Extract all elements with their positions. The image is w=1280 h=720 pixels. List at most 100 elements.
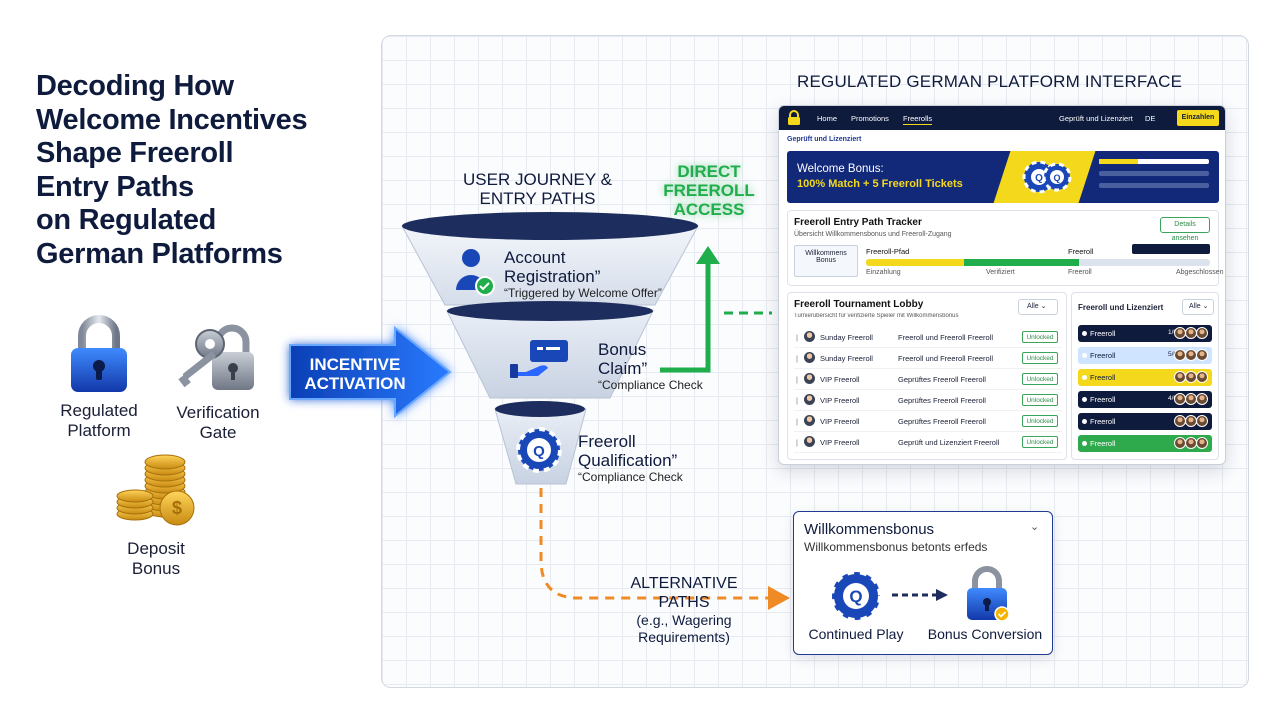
list-item[interactable]: Freeroll xyxy=(1078,413,1212,430)
list-item-count: 4/6 xyxy=(1168,395,1178,402)
platform-header: REGULATED GERMAN PLATFORM INTERFACE xyxy=(797,72,1183,91)
direct-freeroll-arrow xyxy=(660,246,720,373)
chevron-down-icon[interactable]: ⌄ xyxy=(1030,521,1040,533)
avatar xyxy=(1196,371,1208,383)
list-item-label: Freeroll xyxy=(1090,329,1116,338)
svg-text:Q: Q xyxy=(1035,173,1043,184)
row-marker: | xyxy=(796,396,798,405)
list-item-label: Freeroll xyxy=(1090,395,1116,404)
side-filter-value: Alle xyxy=(1189,303,1201,310)
tracker-step-1: Willkommens Bonus xyxy=(794,245,858,277)
lobby-title: Freeroll Tournament Lobby xyxy=(794,299,924,310)
tournament-lobby: Freeroll Tournament Lobby Turnierübersic… xyxy=(787,292,1067,460)
incentive-activation-label: INCENTIVE ACTIVATION xyxy=(304,355,406,393)
bonus-claim-sub: “Compliance Check xyxy=(598,378,703,392)
nav-home[interactable]: Home xyxy=(817,114,838,123)
tracker-label-1: Einzahlung xyxy=(866,269,901,276)
avatar xyxy=(804,373,815,384)
direct-freeroll-access-label: DIRECT FREEROLL ACCESS xyxy=(663,162,755,219)
unlocked-badge[interactable]: Unlocked xyxy=(1022,373,1058,385)
banner-progress-track xyxy=(1099,159,1209,164)
avatar xyxy=(804,331,815,342)
row-marker: | xyxy=(796,375,798,384)
unlocked-badge[interactable]: Unlocked xyxy=(1022,352,1058,364)
row-marker: | xyxy=(796,417,798,426)
nav-lang[interactable]: DE xyxy=(1145,114,1156,123)
key-and-lock-icon xyxy=(178,324,254,390)
lobby-filter-value: Alle xyxy=(1027,303,1039,310)
row-marker: | xyxy=(796,438,798,447)
avatar xyxy=(1196,437,1208,449)
list-item[interactable]: Freeroll 1/6 xyxy=(1078,325,1212,342)
row-name: VIP Freeroll xyxy=(820,438,860,447)
tracker-step-2: Freeroll-Pfad xyxy=(866,247,910,256)
freeroll-qualification-title: Freeroll Qualification” xyxy=(578,432,678,470)
tracker-details-button[interactable]: Details ansehen xyxy=(1160,217,1210,242)
lobby-filter[interactable]: Alle ⌄ xyxy=(1018,299,1058,315)
padlock-check-icon xyxy=(967,566,1010,622)
avatar xyxy=(804,394,815,405)
status-dot xyxy=(1082,353,1087,358)
platform-nav: Home Promotions Freerolls Geprüft und Li… xyxy=(779,106,1225,130)
avatar xyxy=(804,436,815,447)
status-dot xyxy=(1082,375,1087,380)
page-title: Decoding How Welcome Incentives Shape Fr… xyxy=(36,70,308,270)
row-name: Sunday Freeroll xyxy=(820,354,873,363)
platform-subheader: Geprüft und Lizenziert xyxy=(787,136,862,143)
svg-text:$: $ xyxy=(172,498,182,518)
status-dot xyxy=(1082,397,1087,402)
willkommensbonus-card[interactable]: Willkommensbonus ⌄ Willkommensbonus beto… xyxy=(793,511,1053,655)
deposit-button[interactable]: Einzahlen xyxy=(1177,110,1219,126)
poker-chip-icon: Q xyxy=(830,570,882,622)
tracker-label-2: Verifiziert xyxy=(986,269,1015,276)
user-check-icon xyxy=(456,249,495,296)
row-desc: Geprüft und Lizenziert Freeroll xyxy=(898,438,1000,447)
dashed-arrow-icon xyxy=(892,589,948,601)
side-filter[interactable]: Alle ⌄ xyxy=(1182,299,1214,315)
poker-chip-icon: Q xyxy=(516,427,562,473)
nav-promotions[interactable]: Promotions xyxy=(851,114,889,123)
bonus-card-hand-icon xyxy=(510,340,568,378)
gold-coins-icon: $ xyxy=(116,454,195,526)
unlocked-badge[interactable]: Unlocked xyxy=(1022,331,1058,343)
regulated-platform: Regulated Platform xyxy=(55,312,143,441)
svg-text:Q: Q xyxy=(533,443,545,460)
svg-text:Q: Q xyxy=(1053,173,1060,183)
unlocked-badge[interactable]: Unlocked xyxy=(1022,415,1058,427)
table-row[interactable]: | VIP Freeroll Geprüft und Lizenziert Free… xyxy=(794,432,1062,453)
wk-subtitle: Willkommensbonus betonts erfeds xyxy=(804,540,988,554)
row-name: VIP Freeroll xyxy=(820,375,860,384)
freeroll-qualification-sub: “Compliance Check xyxy=(578,470,683,484)
list-item-count: 1/6 xyxy=(1168,329,1178,336)
list-item[interactable]: Freeroll xyxy=(1078,435,1212,452)
wk-right-label: Bonus Conversion xyxy=(927,626,1043,642)
wk-left-label: Continued Play xyxy=(808,626,904,642)
row-desc: Geprüftes Freeroll Freeroll xyxy=(898,417,986,426)
tracker-subtitle: Übersicht Willkommensbonus und Freeroll-… xyxy=(794,231,952,238)
deposit-bonus: $ Deposit Bonus xyxy=(108,452,204,579)
list-item[interactable]: Freeroll xyxy=(1078,369,1212,386)
list-item[interactable]: Freeroll 4/6 xyxy=(1078,391,1212,408)
verification-gate-label: Verification Gate xyxy=(176,403,260,442)
nav-freerolls[interactable]: Freerolls xyxy=(903,114,933,125)
avatar xyxy=(804,352,815,363)
row-desc: Freeroll und Freeroll Freeroll xyxy=(898,354,994,363)
unlocked-badge[interactable]: Unlocked xyxy=(1022,394,1058,406)
svg-text:Q: Q xyxy=(849,587,862,606)
banner-chips-icon: Q Q xyxy=(1022,160,1072,194)
side-title: Freeroll und Lizenziert xyxy=(1078,303,1164,312)
alternative-path-arrow xyxy=(539,488,790,610)
unlocked-badge[interactable]: Unlocked xyxy=(1022,436,1058,448)
row-desc: Freeroll und Freeroll Freeroll xyxy=(898,333,994,342)
tracker-progress-bar xyxy=(866,259,1210,266)
entry-path-tracker: Freeroll Entry Path Tracker Übersicht Wi… xyxy=(787,210,1223,286)
verification-gate: Verification Gate xyxy=(168,318,268,443)
tracker-label-3: Freeroll xyxy=(1068,269,1092,276)
